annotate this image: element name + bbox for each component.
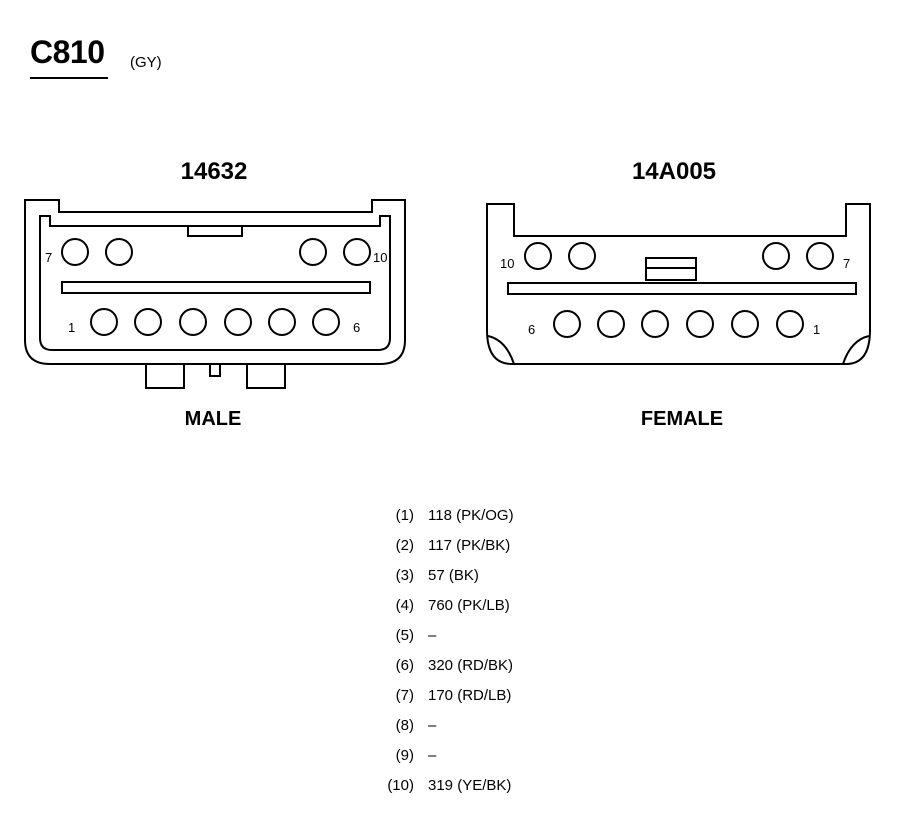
pin-circuit: 57 (BK) <box>428 567 479 584</box>
pin-circuit: 760 (PK/LB) <box>428 597 510 614</box>
pin-circuit: 170 (RD/LB) <box>428 687 512 704</box>
female-cavity-label-bottom-right: 1 <box>813 322 820 337</box>
male-cavity-label-bottom-left: 1 <box>68 320 75 335</box>
pin-number: (3) <box>395 567 414 584</box>
connector-color-code: (GY) <box>130 54 162 71</box>
female-label: FEMALE <box>640 408 724 430</box>
female-cavity-label-top-left: 10 <box>500 256 514 271</box>
pin-circuit: – <box>428 747 437 764</box>
male-label: MALE <box>184 408 242 430</box>
connector-diagram: 7 10 1 6 10 7 6 1 <box>24 199 871 389</box>
connector-id: C810 <box>30 34 105 70</box>
pin-number: (7) <box>395 687 414 704</box>
pin-number: (1) <box>395 507 414 524</box>
pin-circuit: – <box>428 627 437 644</box>
female-cavities <box>524 242 834 338</box>
pin-number: (6) <box>395 657 414 674</box>
pin-circuit: 319 (YE/BK) <box>428 777 512 794</box>
female-connector-housing <box>486 203 871 365</box>
pin-circuit: 320 (RD/BK) <box>428 657 514 674</box>
pin-number: (5) <box>395 627 414 644</box>
female-part-number: 14A005 <box>631 158 717 185</box>
female-cavity-label-top-right: 7 <box>843 256 850 271</box>
male-connector-housing <box>24 199 406 389</box>
pin-number: (10) <box>387 777 414 794</box>
pin-circuit: – <box>428 717 437 734</box>
title-underline <box>30 77 108 79</box>
female-cavity-label-bottom-left: 6 <box>528 322 535 337</box>
male-cavity-label-top-left: 7 <box>45 250 52 265</box>
pin-number: (4) <box>395 597 414 614</box>
male-cavity-label-top-right: 10 <box>373 250 387 265</box>
male-cavity-label-bottom-right: 6 <box>353 320 360 335</box>
pin-circuit: 118 (PK/OG) <box>428 507 514 524</box>
pin-circuit: 117 (PK/BK) <box>428 537 511 554</box>
male-part-number: 14632 <box>180 158 248 185</box>
male-cavities <box>61 238 371 336</box>
pin-number: (2) <box>395 537 414 554</box>
pin-number: (8) <box>395 717 414 734</box>
pin-number: (9) <box>395 747 414 764</box>
